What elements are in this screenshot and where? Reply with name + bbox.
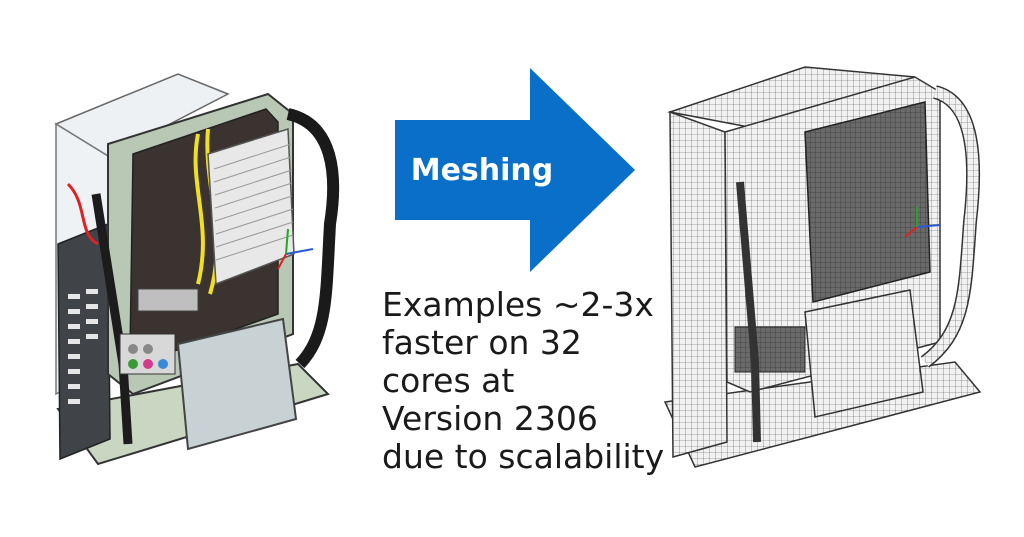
caption-line: cores at: [382, 361, 515, 400]
right-arrow-icon: [395, 68, 635, 272]
cad-model-icon: [54, 73, 340, 466]
caption-line: due to scalability: [382, 437, 665, 476]
caption-line: Version 2306: [382, 399, 598, 438]
caption-line: faster on 32: [382, 323, 582, 362]
caption-line: Examples ~2-3x: [382, 285, 654, 324]
meshed-model-icon: [663, 66, 982, 468]
meshing-label: Meshing: [410, 152, 554, 188]
caption-text: Examples ~2-3x faster on 32 cores at Ver…: [382, 286, 682, 476]
meshing-arrow: Meshing: [395, 68, 635, 272]
